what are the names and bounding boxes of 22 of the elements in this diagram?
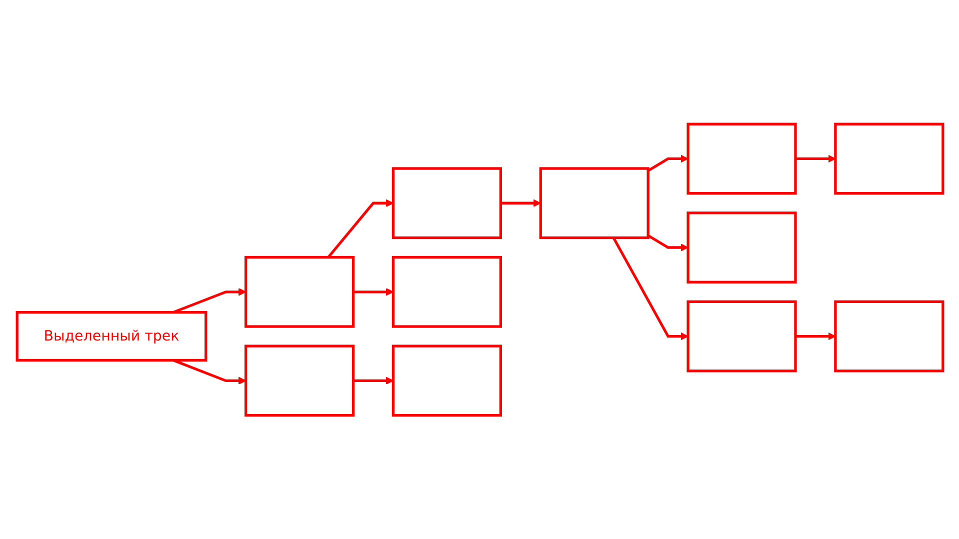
arrow [352, 288, 394, 296]
node-box [834, 300, 944, 372]
arrow [500, 199, 540, 207]
arrow [794, 332, 836, 340]
node-box [834, 122, 944, 194]
node-box [391, 256, 502, 328]
node-box [686, 211, 796, 284]
node-box [244, 256, 354, 328]
arrow [172, 288, 246, 314]
node-box [391, 344, 502, 416]
node-box [391, 166, 502, 239]
node-box [538, 166, 649, 239]
node-box: Выделенный трек [15, 310, 207, 362]
arrow [646, 154, 688, 172]
arrow [794, 154, 836, 162]
node-box [686, 122, 796, 194]
arrow [352, 376, 394, 384]
arrow [646, 234, 688, 252]
arrow [326, 199, 394, 258]
node-box [244, 344, 354, 416]
node-box [686, 300, 796, 372]
arrow [612, 236, 688, 340]
